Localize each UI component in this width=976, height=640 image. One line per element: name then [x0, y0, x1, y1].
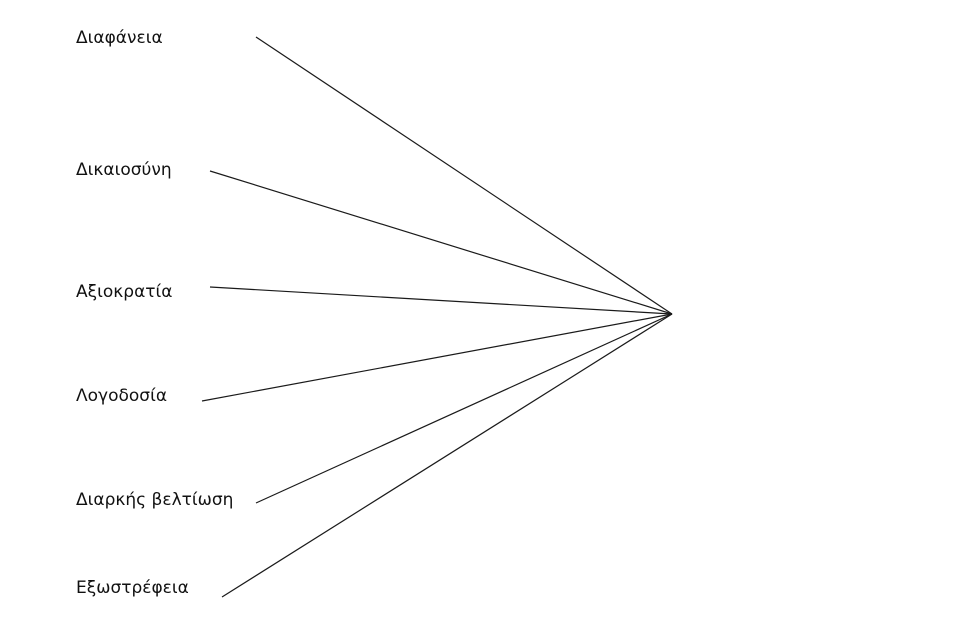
connector-line-logodosia [201, 313, 673, 402]
label-dikaiosyni: Δικαιοσύνη [76, 160, 172, 180]
connector-line-diafaneia [255, 36, 673, 315]
label-axiokratia: Αξιοκρατία [76, 282, 173, 302]
label-logodosia: Λογοδοσία [76, 386, 168, 406]
connector-line-diarkis-veltiosi [255, 313, 673, 504]
connector-line-exostrefeia [221, 313, 673, 598]
label-diarkis-veltiosi: Διαρκής βελτίωση [76, 490, 234, 510]
connector-line-axiokratia [209, 286, 673, 315]
label-exostrefeia: Εξωστρέφεια [76, 578, 189, 598]
label-diafaneia: Διαφάνεια [76, 28, 163, 48]
connector-line-dikaiosyni [209, 170, 673, 315]
